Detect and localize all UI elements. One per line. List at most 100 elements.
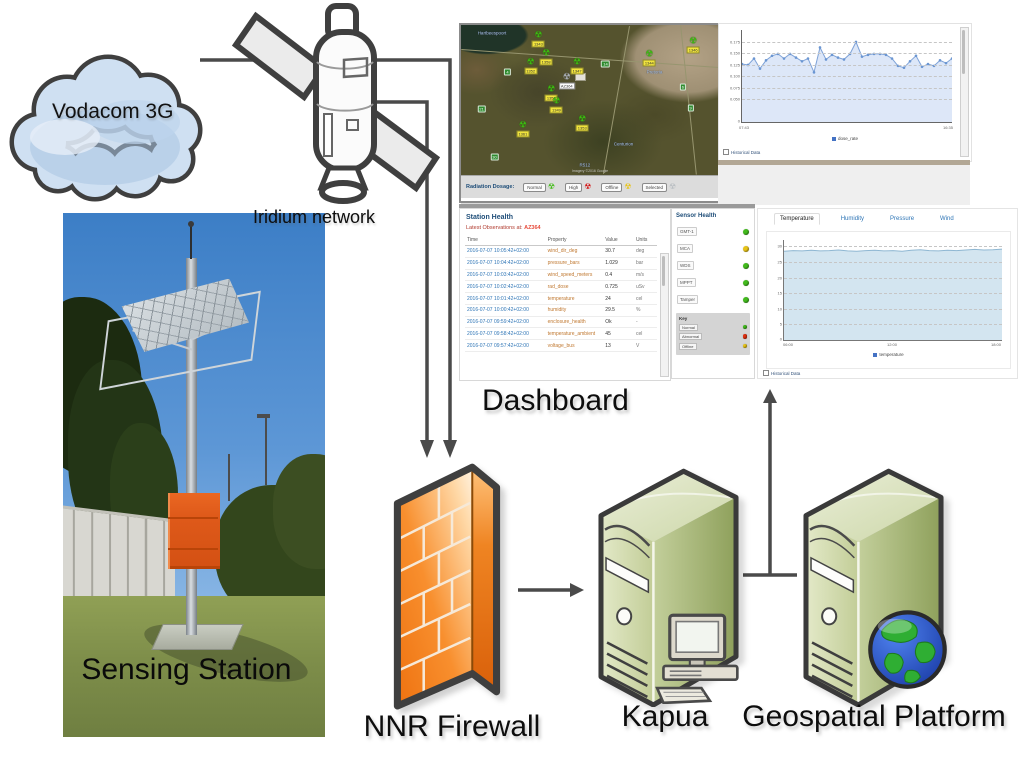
station-marker[interactable]: ☢ 1347 bbox=[570, 56, 584, 74]
chart-legend: temperature bbox=[767, 352, 1010, 357]
sensing-station-label: Sensing Station bbox=[81, 653, 292, 687]
station-id-tag: 1353 bbox=[575, 124, 589, 131]
legend-button[interactable]: Offline ☢ bbox=[601, 182, 632, 192]
road-number-badge: 4 bbox=[504, 68, 511, 75]
station-marker[interactable]: ☢ 1356 bbox=[544, 84, 558, 101]
legend-button[interactable]: Normal ☢ bbox=[523, 182, 555, 192]
legend-button[interactable]: Selected ☢ bbox=[641, 182, 677, 192]
station-id-tag: 1361 bbox=[516, 130, 530, 137]
place-label: Hartbeespoort bbox=[477, 30, 507, 35]
status-led-icon bbox=[743, 296, 749, 303]
station-marker[interactable]: ☢ AZ364 bbox=[558, 71, 575, 89]
radiation-trefoil-icon: ☢ bbox=[526, 56, 535, 66]
dose-rate-area-chart bbox=[742, 40, 952, 122]
key-title: Key bbox=[679, 316, 688, 321]
key-row: Normal bbox=[679, 323, 747, 331]
sensor-name: Tamper bbox=[677, 295, 699, 304]
temperature-plot: 30 25 20 15 10 5 0 bbox=[778, 240, 1002, 342]
radiation-trefoil-icon: ☢ bbox=[645, 48, 654, 59]
station-id-tag: 1346 bbox=[686, 46, 700, 53]
road-line bbox=[602, 26, 630, 174]
cloud-shape bbox=[9, 54, 203, 202]
window-edge bbox=[718, 160, 970, 165]
scrollbar[interactable] bbox=[660, 253, 669, 377]
weather-tab[interactable]: Humidity bbox=[840, 216, 865, 222]
station-marker[interactable]: ☢ 1346 bbox=[686, 35, 700, 53]
road-number-badge: 30 bbox=[490, 153, 499, 161]
radiation-trefoil-icon: ☢ bbox=[573, 56, 582, 66]
sensor-list: GMT-1 MCA WDS MPPT bbox=[676, 227, 750, 304]
scrollbar-thumb[interactable] bbox=[962, 30, 965, 74]
sensor-health-panel: Sensor Health GMT-1 MCA WDS bbox=[671, 208, 755, 379]
radiation-trefoil-icon: ☢ bbox=[547, 182, 555, 191]
road-number-badge: 9 bbox=[687, 104, 694, 111]
sensor-name: MPPT bbox=[677, 278, 696, 287]
legend-button[interactable]: High ☢ bbox=[564, 182, 591, 192]
radiation-trefoil-icon: ☢ bbox=[562, 71, 571, 81]
station-marker[interactable]: ☢ 1349 bbox=[550, 96, 563, 113]
road-line bbox=[461, 49, 719, 68]
firewall-icon bbox=[393, 463, 501, 710]
y-axis-tick: 0 bbox=[737, 118, 740, 124]
sensor-row: MCA bbox=[677, 244, 749, 253]
station-id-tag: 1358 bbox=[539, 58, 553, 65]
scrollbar[interactable] bbox=[960, 27, 969, 157]
historical-data-checkbox[interactable]: Historical Data bbox=[763, 370, 800, 376]
status-key: Key Normal Abnormal Offline bbox=[676, 313, 750, 355]
enclosure-seam bbox=[167, 548, 218, 551]
satellite-map[interactable]: ☢ 1343 ☢ 1358 ☢ 1352 ☢ bbox=[461, 25, 719, 175]
radiation-trefoil-icon: ☢ bbox=[669, 182, 677, 191]
antenna-tip bbox=[188, 221, 195, 228]
weather-panel: Temperature Humidity Pressure Wind 30 25… bbox=[757, 208, 1018, 379]
radiation-trefoil-icon: ☢ bbox=[689, 35, 698, 45]
satellite-window bbox=[342, 56, 369, 79]
radiation-trefoil-icon: ☢ bbox=[518, 119, 527, 129]
sensor-name: MCA bbox=[677, 244, 693, 253]
key-row: Abnormal bbox=[679, 333, 747, 340]
station-marker[interactable]: ☢ 1361 bbox=[516, 119, 530, 137]
station-id-tag: 1344 bbox=[642, 59, 656, 67]
weather-tab[interactable]: Wind bbox=[940, 216, 954, 222]
legend-items: Normal ☢ High ☢ Offline ☢ Selected bbox=[523, 182, 677, 192]
x-axis-tick: 18:00 bbox=[990, 342, 1001, 347]
column-header: Property bbox=[545, 235, 604, 246]
latest-observations-label: Latest Observations at: AZ364 bbox=[466, 225, 541, 231]
station-marker[interactable]: ☢ 1358 bbox=[539, 48, 553, 65]
chart-legend: dose_rate bbox=[719, 136, 971, 141]
table-row: 2016-07-07 10:00:42+02:00 humidity 29.5 … bbox=[465, 304, 657, 317]
station-marker[interactable]: ☢ 1353 bbox=[575, 114, 589, 131]
historical-data-checkbox[interactable]: Historical Data bbox=[723, 149, 760, 155]
x-axis-end: 16:35 bbox=[942, 125, 953, 130]
table-row: 2016-07-07 10:05:42+02:00 wind_dir_deg 3… bbox=[465, 245, 657, 258]
scrollbar-thumb[interactable] bbox=[662, 256, 665, 286]
desktop-computer-icon bbox=[655, 613, 739, 704]
sensor-row: Tamper bbox=[677, 295, 749, 304]
weather-tab[interactable]: Temperature bbox=[774, 213, 820, 225]
station-pole bbox=[186, 257, 198, 635]
brick-mortar-lines bbox=[398, 485, 471, 693]
y-axis-tick: 15 bbox=[777, 290, 782, 296]
geospatial-platform-label: Geospatial Platform bbox=[742, 700, 1006, 733]
vodacom-3g-label: Vodacom 3G bbox=[52, 100, 174, 123]
facility-buildings bbox=[574, 73, 586, 81]
station-marker[interactable]: ☢ 1344 bbox=[642, 48, 656, 67]
column-header: Time bbox=[465, 235, 546, 246]
station-health-title: Station Health bbox=[466, 214, 514, 221]
geospatial-server-icon bbox=[803, 468, 944, 707]
table-row: 2016-07-07 10:03:42+02:00 wind_speed_met… bbox=[465, 269, 657, 282]
y-axis-tick: 0.175 bbox=[729, 39, 740, 44]
station-marker[interactable]: ☢ 1352 bbox=[524, 56, 538, 74]
enclosure-seam bbox=[167, 516, 218, 519]
table-row: 2016-07-07 10:02:42+02:00 rad_dose 0.725… bbox=[465, 280, 657, 294]
monitor-screen bbox=[675, 620, 720, 653]
vent-lines bbox=[606, 641, 648, 699]
weather-tabs: Temperature Humidity Pressure Wind bbox=[758, 209, 1017, 227]
weather-tab[interactable]: Pressure bbox=[890, 216, 915, 222]
map-panel[interactable]: ☢ 1343 ☢ 1358 ☢ 1352 ☢ bbox=[459, 23, 721, 203]
station-marker[interactable]: ☢ 1343 bbox=[531, 30, 545, 47]
satellite-icon bbox=[231, 3, 441, 204]
sensor-name: WDS bbox=[677, 261, 694, 270]
column-header: Value bbox=[603, 235, 634, 246]
system-unit bbox=[662, 664, 739, 681]
